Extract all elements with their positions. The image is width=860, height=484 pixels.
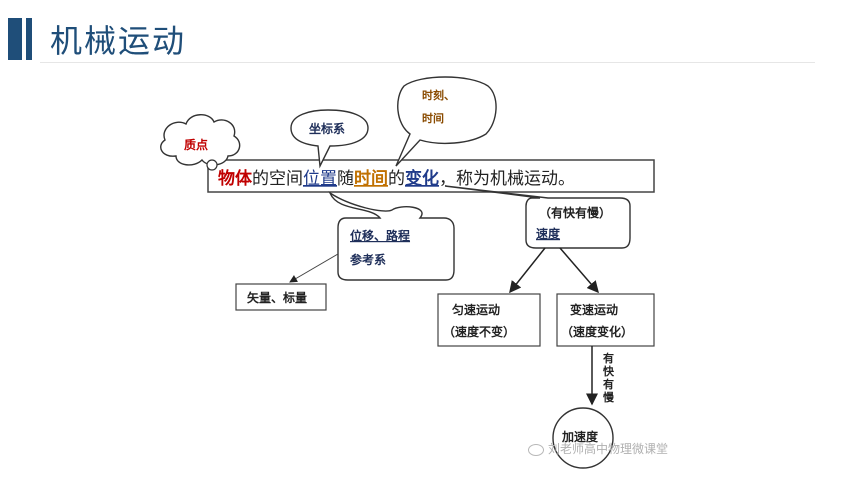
word-bianhua: 变化 [405, 168, 439, 189]
zhidian-label: 质点 [184, 137, 208, 152]
shike-label-line1: 时刻、 [422, 88, 455, 102]
arrow-label-char-4: 慢 [603, 390, 615, 404]
shiliang-box [235, 283, 327, 311]
wechat-icon [528, 443, 544, 456]
sudu-bubble: （有快有慢） 速度 [444, 185, 631, 249]
watermark-text: 刘老师高中物理微课堂 [548, 442, 669, 456]
yunsu-label-line1: 匀速运动 [452, 302, 500, 317]
watermark: 刘老师高中物理微课堂 [528, 440, 668, 457]
weiyi-label-line2: 参考系 [350, 252, 386, 267]
weiyi-label-line1: 位移、路程 [350, 228, 410, 243]
arrow-to-yunsu [509, 247, 546, 294]
title-divider [40, 62, 815, 63]
arrow-label-char-1: 有 [603, 351, 614, 365]
yunsu-label-line2: （速度不变） [443, 324, 515, 339]
zuobiaoxi-bubble: 坐标系 [290, 109, 369, 169]
word-de1: 的 [252, 169, 269, 189]
word-rest: ，称为机械运动。 [439, 169, 575, 189]
biansu-box [556, 293, 655, 347]
zhidian-cloud: 质点 [160, 114, 241, 171]
title-accent-stripe [26, 18, 32, 60]
zuobiaoxi-label: 坐标系 [309, 121, 345, 136]
main-sentence: 物体的空间位置随时间的变化，称为机械运动。 [218, 168, 575, 189]
word-wuti: 物体 [218, 168, 253, 189]
yunsu-box [437, 293, 541, 347]
weiyi-bubble: 位移、路程 参考系 [328, 191, 455, 281]
page-title: 机械运动 [50, 22, 187, 60]
biansu-label-line1: 变速运动 [570, 302, 618, 317]
weiyi-line1-text: 位移、路程 [350, 228, 410, 243]
word-sui: 随 [337, 169, 354, 189]
arrow-label: 有 快 有 慢 [602, 351, 618, 404]
sudu-label: 速度 [536, 226, 561, 241]
arrow-label-char-2: 快 [602, 364, 615, 378]
word-shijian: 时间 [354, 168, 388, 189]
jiasudu-label: 加速度 [561, 429, 599, 444]
word-kongjian: 空间 [269, 169, 303, 189]
arrow-to-shiliang [289, 253, 339, 283]
biansu-label-line2: （速度变化） [561, 324, 633, 339]
kuaiman-label: （有快有慢） [539, 205, 611, 220]
arrow-label-char-3: 有 [603, 377, 614, 391]
shike-label-line2: 时间 [422, 111, 444, 125]
arrow-to-biansu [559, 247, 599, 294]
word-de2: 的 [388, 169, 405, 189]
title-accent-block [8, 18, 22, 60]
word-weizhi: 位置 [303, 169, 337, 189]
shiliang-label: 矢量、标量 [247, 290, 307, 305]
main-sentence-box [207, 159, 655, 193]
shike-bubble: 时刻、 时间 [395, 76, 497, 167]
jiasudu-circle [552, 407, 614, 469]
